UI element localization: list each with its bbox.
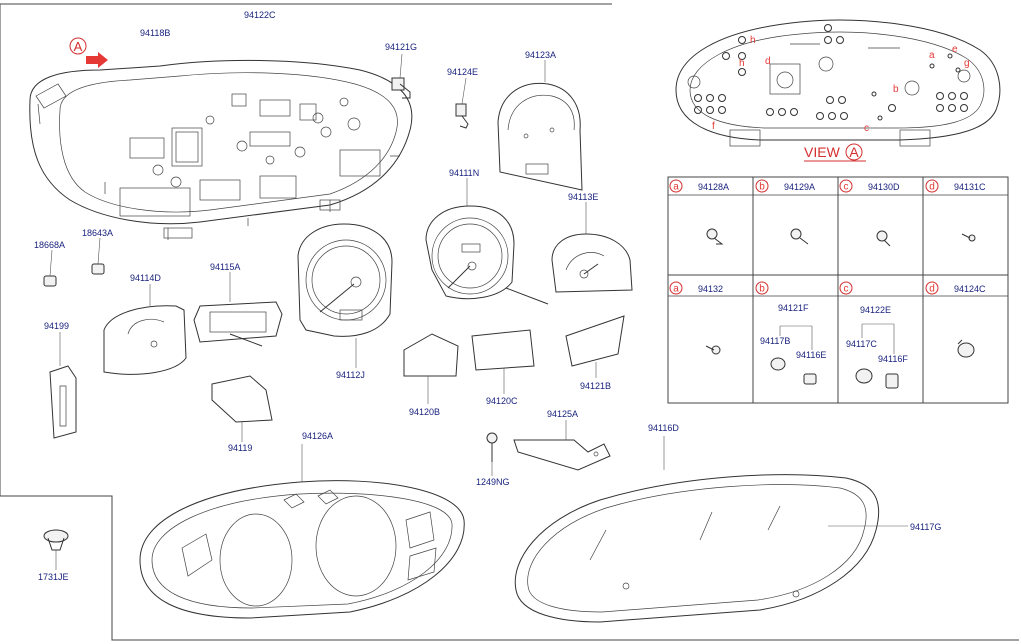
label-18643a: 18643A [82, 228, 113, 238]
screw-94128a-icon [706, 228, 724, 245]
label-94123a: 94123A [525, 50, 556, 60]
bulb-94116e-icon [803, 373, 817, 385]
screw-94131c-icon [961, 233, 976, 242]
view-letter-h-1: h [750, 35, 756, 46]
view-a-letter: A [849, 144, 859, 160]
legend-part-94128a: 94128A [698, 182, 729, 192]
legend-part-94116f: 94116F [878, 354, 908, 364]
view-a-panel: a b c d e f g h h VIEW A [675, 19, 1001, 162]
part-labels: 94118B 94122C 94121G 94124E 94123A 94111… [34, 10, 941, 582]
facia-94126a [139, 444, 465, 619]
legend-symbol-r1-b: b [759, 182, 765, 193]
legend-table: a b c d 94128A 94129A 94130D 94131C a b … [667, 176, 1009, 404]
label-94120b: 94120B [409, 407, 440, 417]
screw-94130d-icon [876, 230, 891, 247]
view-letter-f: f [712, 121, 715, 132]
label-94121b: 94121B [580, 381, 611, 391]
gauge-94113e [551, 202, 633, 293]
label-94122c: 94122C [244, 10, 276, 20]
label-94121g: 94121G [385, 42, 417, 52]
lens-94116d [514, 436, 908, 623]
label-94115a: 94115A [210, 262, 240, 272]
legend-part-94116e: 94116E [796, 350, 826, 360]
label-94126a: 94126A [302, 431, 333, 441]
label-1249ng: 1249NG [476, 477, 510, 487]
view-letter-a: a [929, 50, 935, 61]
label-94112j: 94112J [336, 370, 365, 380]
legend-symbol-r2-a: a [673, 284, 679, 295]
bulb-18668a [43, 249, 57, 287]
plate-94120c [471, 329, 535, 394]
socket-94124c-icon [957, 339, 975, 358]
frame [0, 3, 1019, 641]
screw-94132-icon [705, 345, 721, 355]
legend-part-94124c: 94124C [954, 284, 986, 294]
screw-94129a-icon [790, 228, 809, 245]
socket-94117c-icon [855, 368, 873, 384]
bracket-94199 [49, 332, 77, 439]
plate-94121b [565, 315, 625, 378]
view-a-sockets [694, 24, 968, 121]
bulb-socket-94121g [391, 53, 411, 99]
bulb-94116f-icon [885, 373, 899, 389]
label-94125a: 94125A [547, 409, 578, 419]
view-letter-h-2: h [739, 58, 745, 69]
view-letter-e: e [952, 44, 958, 55]
dial-face-94123a [497, 60, 583, 191]
label-94111n: 94111N [449, 168, 479, 178]
label-94116d: 94116D [648, 423, 679, 433]
legend-symbol-r2-d: d [929, 284, 935, 295]
view-letter-b: b [893, 84, 899, 95]
legend-symbol-r1-d: d [929, 182, 935, 193]
label-1731je: 1731JE [38, 572, 69, 582]
bulb-socket-94124e [455, 77, 469, 129]
legend-symbol-r2-b: b [759, 284, 765, 295]
view-letter-d: d [765, 56, 771, 67]
label-18668a: 18668A [34, 240, 65, 250]
view-a-callout: A [69, 37, 108, 68]
label-94114d: 94114D [130, 273, 161, 283]
gauge-plate-94114d [103, 284, 187, 375]
speedometer-94111n [425, 178, 549, 305]
legend-part-94129a: 94129A [784, 182, 815, 192]
label-94119: 94119 [228, 443, 252, 453]
callout-letter: A [74, 39, 83, 54]
clip-1731je [43, 529, 69, 570]
plate-94119 [211, 375, 273, 442]
view-letter-c: c [864, 123, 869, 134]
module-94115a [193, 272, 283, 347]
label-94118b: 94118B [140, 28, 170, 38]
screw-1249ng [486, 432, 498, 476]
legend-part-94122e: 94122E [860, 305, 891, 315]
red-arrow-icon [86, 52, 108, 68]
bracket-94125a [513, 420, 611, 471]
view-a-title: VIEW [804, 144, 841, 160]
view-letter-g: g [964, 58, 970, 69]
legend-part-94131c: 94131C [954, 182, 986, 192]
legend-symbol-r2-c: c [844, 284, 849, 295]
label-94124e: 94124E [447, 67, 478, 77]
label-94199: 94199 [44, 321, 69, 331]
label-94120c: 94120C [486, 396, 518, 406]
legend-part-94130d: 94130D [868, 182, 900, 192]
label-94117g: 94117G [910, 522, 941, 532]
tachometer-94112j [297, 223, 393, 368]
legend-part-94132: 94132 [698, 284, 723, 294]
label-94113e: 94113E [568, 192, 598, 202]
plate-94120b [403, 333, 459, 404]
legend-part-94121f: 94121F [778, 303, 809, 313]
legend-symbol-r1-a: a [673, 182, 679, 193]
bulb-18643a [91, 237, 105, 275]
legend-part-94117c: 94117C [846, 339, 877, 349]
cluster-housing [29, 59, 413, 240]
legend-part-94117b: 94117B [760, 336, 790, 346]
socket-94117b-icon [770, 357, 786, 371]
legend-symbol-r1-c: c [844, 182, 849, 193]
